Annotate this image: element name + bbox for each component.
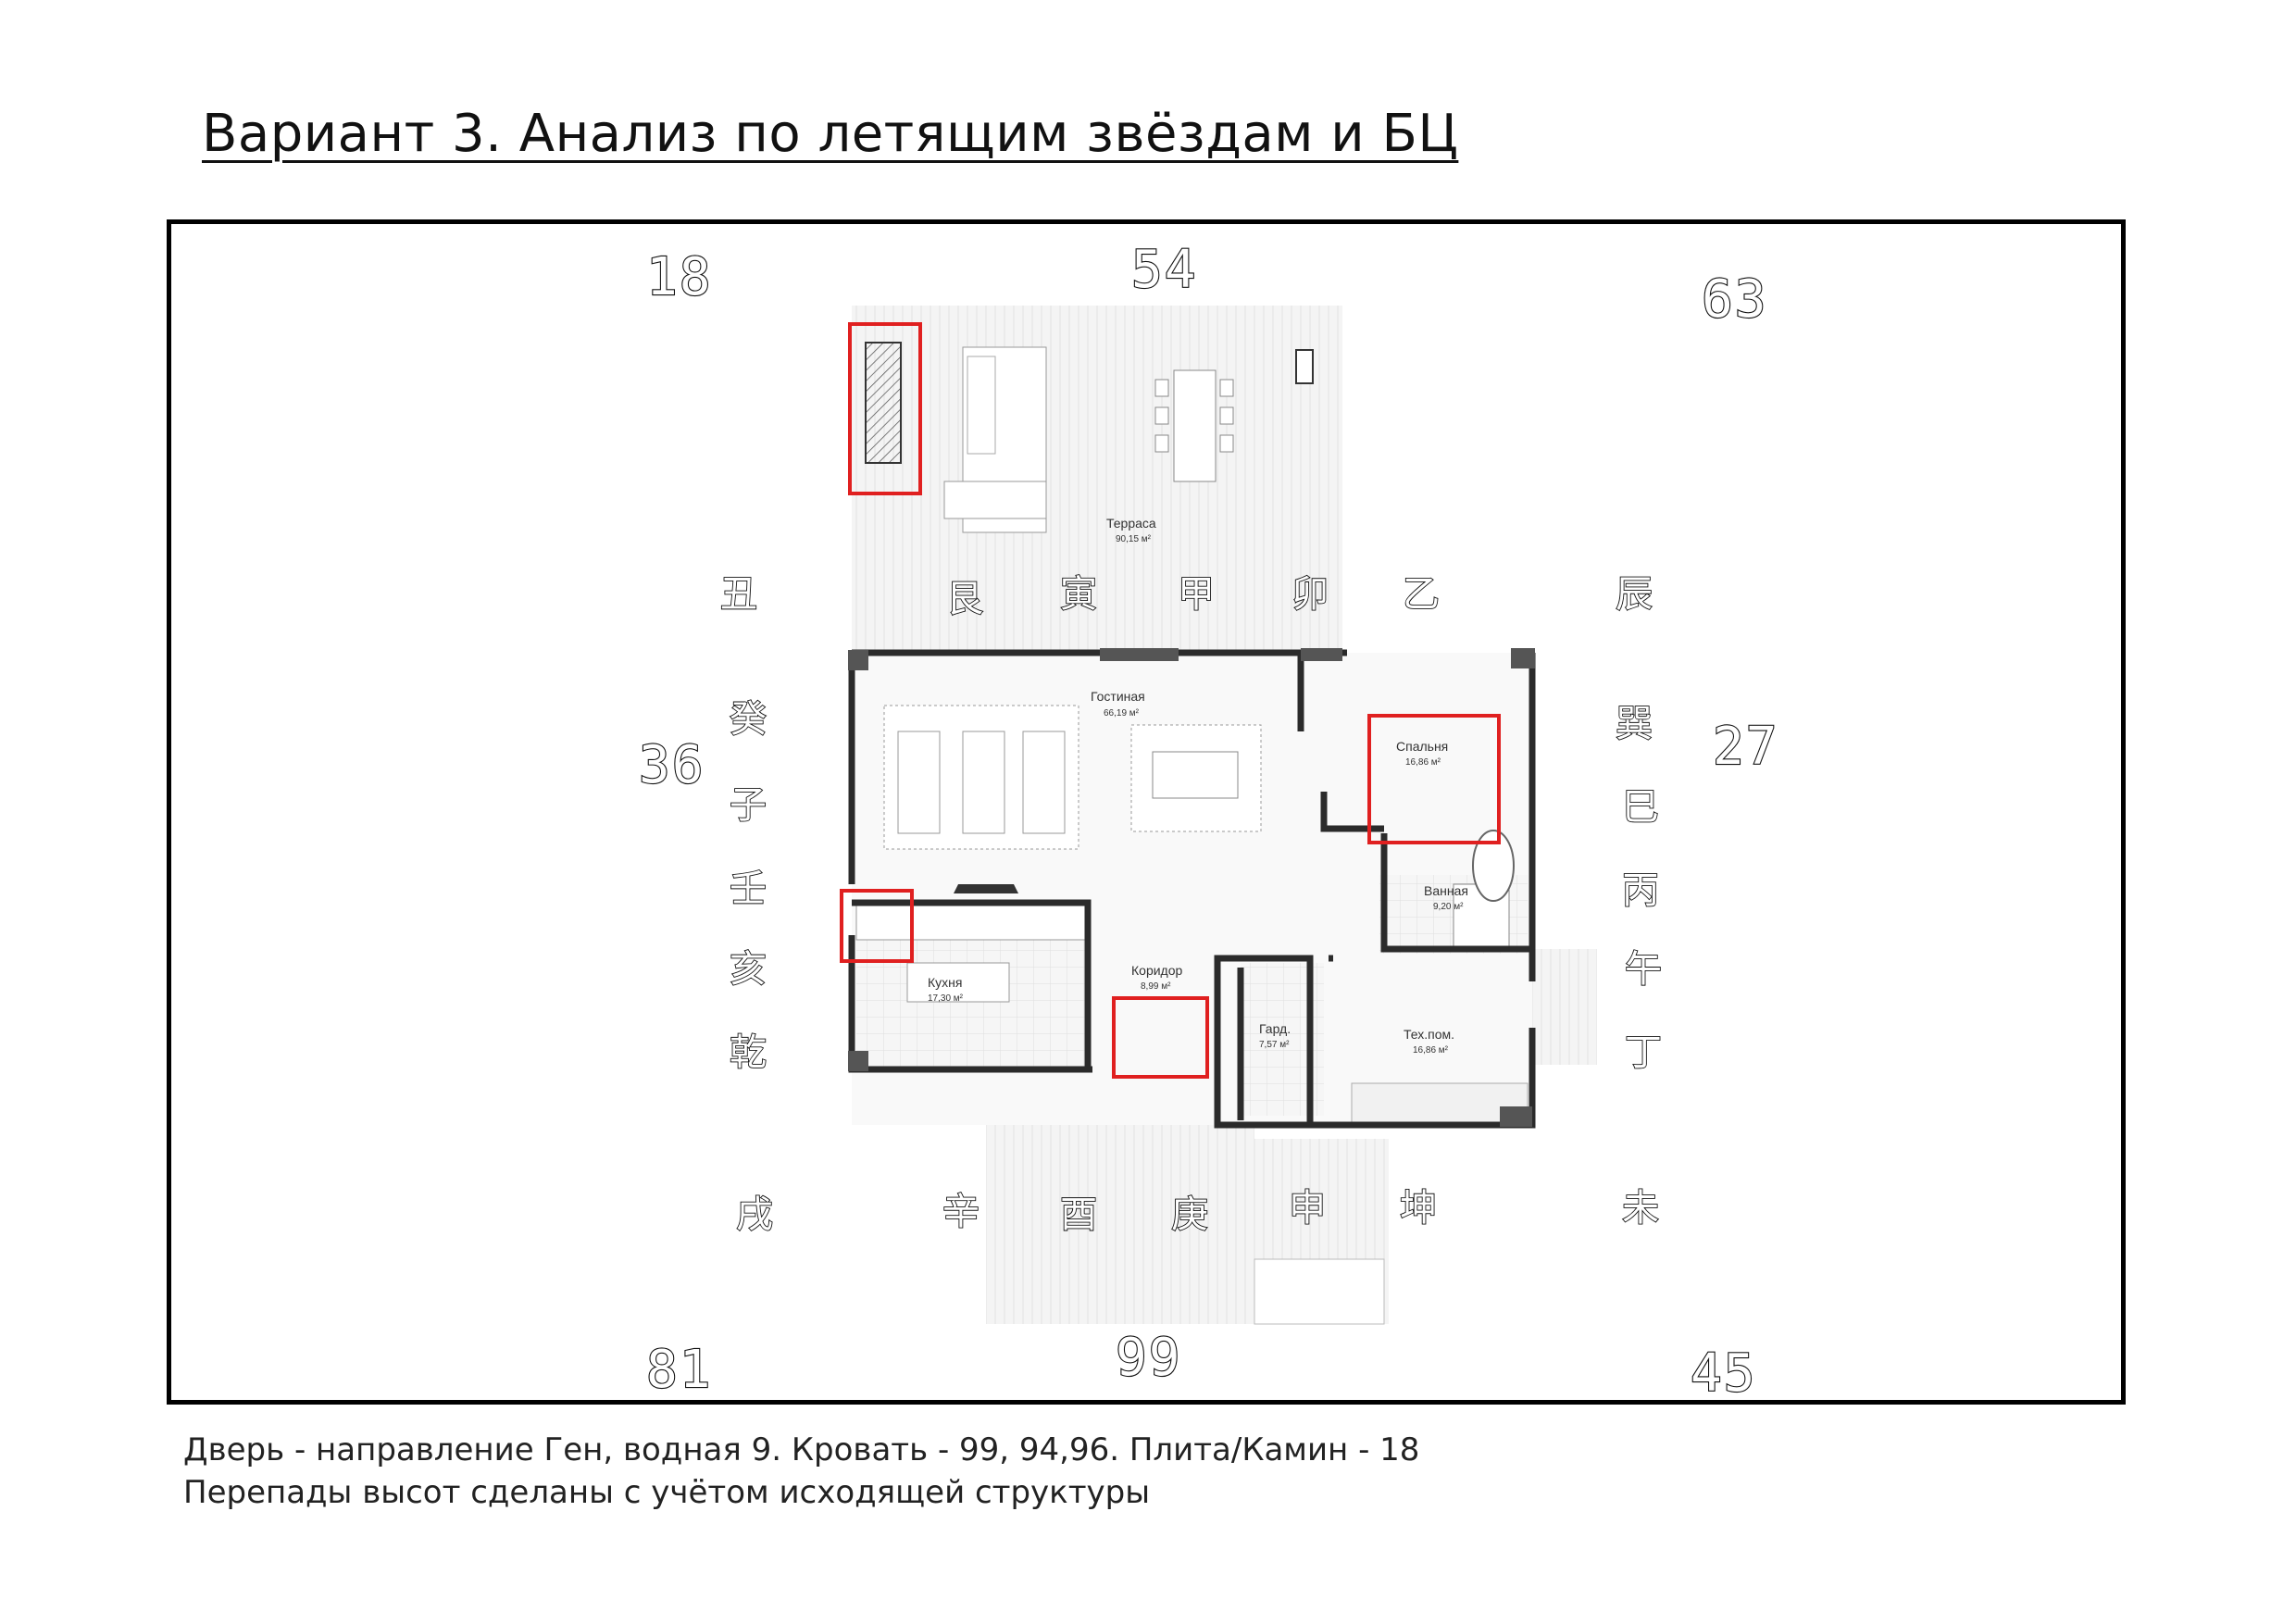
note-door-bed-stove: Дверь - направление Ген, водная 9. Крова… bbox=[183, 1431, 1420, 1468]
fireplace-highlight bbox=[848, 322, 922, 495]
room-kitchen-area: 17,30 м² bbox=[928, 993, 964, 1004]
mountain-left-2: 壬 bbox=[730, 868, 767, 910]
mountain-bottom-1: 辛 bbox=[942, 1191, 980, 1233]
mountain-right-0: 巽 bbox=[1616, 703, 1653, 745]
door-highlight bbox=[1112, 996, 1209, 1079]
star-s: 99 bbox=[1116, 1328, 1181, 1388]
room-living-name: Гостиная bbox=[1091, 689, 1145, 704]
mountain-bottom-6: 未 bbox=[1622, 1187, 1659, 1230]
star-n: 54 bbox=[1131, 240, 1197, 300]
stove-highlight bbox=[840, 889, 914, 963]
room-wardrobe-area: 7,57 м² bbox=[1259, 1040, 1290, 1050]
mountain-left-1: 子 bbox=[730, 784, 767, 827]
room-kitchen-name: Кухня bbox=[928, 975, 962, 990]
star-se: 45 bbox=[1691, 1343, 1756, 1404]
star-e: 27 bbox=[1713, 717, 1778, 777]
highlights bbox=[840, 322, 1501, 1079]
page-title: Вариант 3. Анализ по летящим звёздам и Б… bbox=[202, 104, 1459, 164]
mountain-top-5: 乙 bbox=[1403, 573, 1440, 616]
star-sw: 81 bbox=[646, 1340, 712, 1400]
mountains-bottom: 戌 辛 酉 庚 申 坤 未 bbox=[735, 1186, 1660, 1237]
mountain-bottom-3: 庚 bbox=[1171, 1193, 1208, 1236]
mountain-top-4: 卯 bbox=[1292, 573, 1329, 616]
mountain-top-6: 辰 bbox=[1616, 573, 1653, 616]
star-ne: 63 bbox=[1702, 269, 1767, 330]
room-corridor-area: 8,99 м² bbox=[1141, 981, 1171, 992]
mountain-top-0: 丑 bbox=[720, 573, 757, 616]
mountain-right-1: 巳 bbox=[1622, 786, 1659, 829]
mountain-bottom-2: 酉 bbox=[1060, 1193, 1097, 1236]
mountains-right: 巽 巳 丙 午 丁 bbox=[1615, 702, 1663, 1075]
room-living-area: 66,19 м² bbox=[1104, 708, 1140, 718]
room-bath-area: 9,20 м² bbox=[1433, 902, 1464, 912]
room-terrace-area: 90,15 м² bbox=[1116, 534, 1152, 544]
mountain-bottom-0: 戌 bbox=[736, 1193, 773, 1236]
star-w: 36 bbox=[639, 735, 705, 795]
bottom-terrace bbox=[986, 1093, 1389, 1325]
mountain-left-4: 乾 bbox=[730, 1031, 767, 1074]
bed-highlight bbox=[1367, 714, 1501, 844]
mountain-right-3: 午 bbox=[1625, 948, 1662, 991]
room-tech-name: Тех.пом. bbox=[1404, 1027, 1454, 1042]
mountains-left: 癸 子 壬 亥 乾 bbox=[729, 697, 767, 1075]
mountain-left-3: 亥 bbox=[730, 948, 767, 991]
mountains-top: 丑 艮 寅 甲 卯 乙 辰 bbox=[719, 572, 1653, 621]
mountain-top-2: 寅 bbox=[1060, 573, 1097, 616]
house bbox=[852, 653, 1532, 1126]
diagram-frame bbox=[167, 219, 2126, 1405]
walls bbox=[848, 649, 1536, 1129]
note-height-differences: Перепады высот сделаны с учётом исходяще… bbox=[183, 1474, 1151, 1511]
mountain-left-0: 癸 bbox=[730, 698, 767, 741]
room-bath-name: Ванная bbox=[1424, 883, 1468, 898]
mountain-bottom-4: 申 bbox=[1289, 1187, 1326, 1230]
room-bedroom-name: Спальня bbox=[1396, 739, 1448, 754]
side-deck bbox=[1528, 949, 1597, 1065]
mountain-bottom-5: 坤 bbox=[1400, 1187, 1437, 1230]
mountain-top-3: 甲 bbox=[1178, 573, 1215, 616]
mountain-right-4: 丁 bbox=[1625, 1031, 1662, 1074]
room-bedroom-area: 16,86 м² bbox=[1405, 757, 1441, 768]
mountain-top-1: 艮 bbox=[946, 578, 983, 620]
wall-posts bbox=[848, 648, 1535, 1127]
mountain-right-2: 丙 bbox=[1622, 869, 1659, 912]
room-wardrobe-name: Гард. bbox=[1259, 1021, 1291, 1036]
room-tech-area: 16,86 м² bbox=[1413, 1045, 1449, 1056]
terrace-deck bbox=[852, 306, 1342, 653]
star-nw: 18 bbox=[646, 247, 712, 307]
room-terrace-name: Терраса bbox=[1106, 516, 1156, 531]
room-corridor-name: Коридор bbox=[1131, 963, 1183, 978]
